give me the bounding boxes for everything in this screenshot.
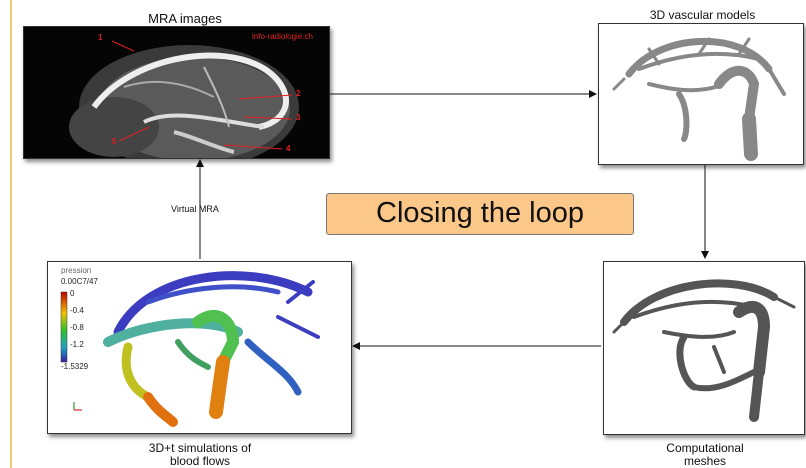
- mra-caption: MRA images: [148, 11, 222, 26]
- meshes-caption: Computational meshes: [630, 442, 780, 468]
- virtual-mra-label: Virtual MRA: [171, 204, 219, 214]
- mra-marker-1: 1: [98, 33, 103, 42]
- colorbar-title: pression: [61, 266, 92, 275]
- vascular-model-panel: [598, 23, 804, 165]
- colorbar-min: -1.5329: [61, 362, 89, 371]
- mra-marker-4: 4: [286, 144, 291, 153]
- left-accent-line: [10, 0, 12, 468]
- meshes-caption-line1: Computational: [666, 441, 744, 455]
- mra-marker-3: 3: [296, 113, 301, 122]
- colorbar-tick-0: 0: [70, 289, 75, 298]
- colorbar-tick-1: -0.4: [70, 306, 84, 315]
- mra-marker-5: 5: [112, 137, 117, 146]
- meshes-caption-line2: meshes: [683, 454, 727, 468]
- simulation-panel: pression 0.00C7/47 0 -0.4 -0.8 -1.2 -1.5…: [47, 261, 352, 434]
- mra-watermark: info-radiologie.ch: [252, 32, 313, 41]
- mra-image: [24, 27, 329, 158]
- colorbar-tick-3: -1.2: [70, 340, 84, 349]
- simulation-image: [60, 271, 320, 427]
- mesh-image: [612, 279, 796, 422]
- colorbar-tick-2: -0.8: [70, 323, 84, 332]
- simulation-caption: 3D+t simulations of blood flows: [110, 442, 290, 468]
- colorbar-max: 0.00C7/47: [61, 277, 98, 286]
- simulation-caption-line1: 3D+t simulations of: [148, 441, 252, 455]
- mesh-panel: [603, 261, 805, 435]
- mra-marker-2: 2: [296, 89, 301, 98]
- closing-the-loop-banner: Closing the loop: [326, 193, 634, 235]
- mra-image-panel: info-radiologie.ch 1 2 3 4 5: [23, 26, 330, 159]
- vascular-model-image: [612, 37, 786, 161]
- simulation-caption-line2: blood flows: [169, 454, 231, 468]
- models3d-caption: 3D vascular models: [649, 8, 756, 22]
